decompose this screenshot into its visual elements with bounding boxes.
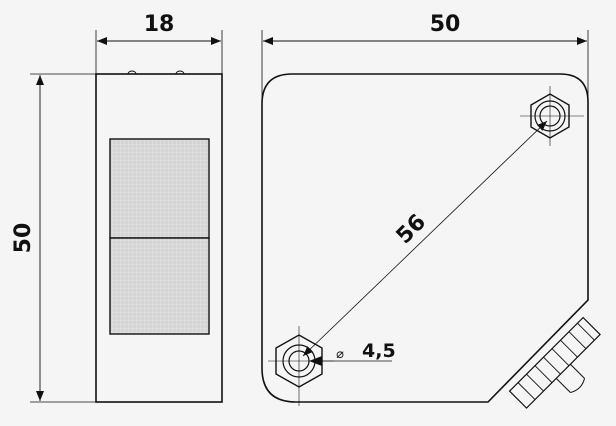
side-view-body: [95, 73, 223, 403]
mounting-hole-top-right: [520, 86, 584, 146]
mounting-hole-bottom-left: [268, 326, 334, 406]
dimension-side-width: 18: [95, 12, 223, 74]
front-view: [261, 73, 601, 409]
dimension-hole-diameter: ⌀ 4,5: [309, 340, 396, 366]
dimension-front-width: 50: [261, 12, 589, 104]
hex-nut-bottom-left: [275, 334, 323, 388]
side-view-top-bump-left: [127, 70, 137, 75]
dimension-label-front-width: 50: [430, 12, 461, 37]
dimension-label-hole-spacing: 56: [392, 210, 431, 249]
dimension-label-hole-diameter: 4,5: [362, 340, 396, 362]
front-view-body: [261, 73, 589, 403]
diameter-symbol: ⌀: [336, 347, 344, 362]
side-view: [95, 70, 223, 403]
lens-upper: [109, 138, 210, 239]
dimension-arrow-hole-diameter: [309, 356, 322, 366]
dimension-hole-spacing: 56: [302, 120, 548, 357]
dimension-height: 50: [11, 73, 96, 403]
dimension-line-hole-spacing: [302, 120, 548, 357]
dimension-label-side-width: 18: [144, 12, 175, 37]
connector: [508, 316, 601, 409]
side-view-top-bump-right: [175, 70, 185, 75]
lens-lower: [109, 237, 210, 335]
dimension-label-height: 50: [11, 223, 36, 254]
